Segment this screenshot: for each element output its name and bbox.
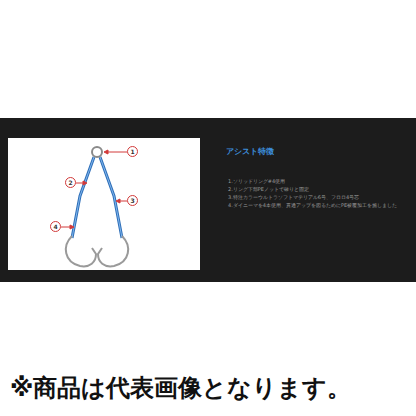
assist-cord-highlight xyxy=(100,157,122,238)
feature-note: 3.特注カラーウルトラソフトマテリアル6号、フロロ4号芯 xyxy=(228,194,406,200)
hook xyxy=(66,236,96,266)
hook xyxy=(98,236,128,266)
callout-number: 1 xyxy=(127,146,138,157)
callout-number: 4 xyxy=(50,221,61,232)
callout-number: 3 xyxy=(127,195,138,206)
assist-cord xyxy=(100,157,122,238)
leader-arrows xyxy=(61,150,127,229)
image-caption: ※商品は代表画像となります。 xyxy=(10,372,351,404)
illustration-card xyxy=(8,138,200,270)
feature-note: 2.リング下部PEノットで確りと固定 xyxy=(228,186,406,192)
assist-cord-highlight xyxy=(72,157,94,238)
callout-number: 2 xyxy=(65,177,76,188)
panel-heading: アシスト特徴 xyxy=(226,146,274,157)
assist-cord xyxy=(72,157,94,238)
solid-ring xyxy=(92,147,102,157)
feature-note: 4.ダイニーマを4本使用、貫通アップを図るためにPE被覆加工を施しました xyxy=(228,202,406,208)
feature-note: 1.ソリッドリング#4使用 xyxy=(228,178,406,184)
